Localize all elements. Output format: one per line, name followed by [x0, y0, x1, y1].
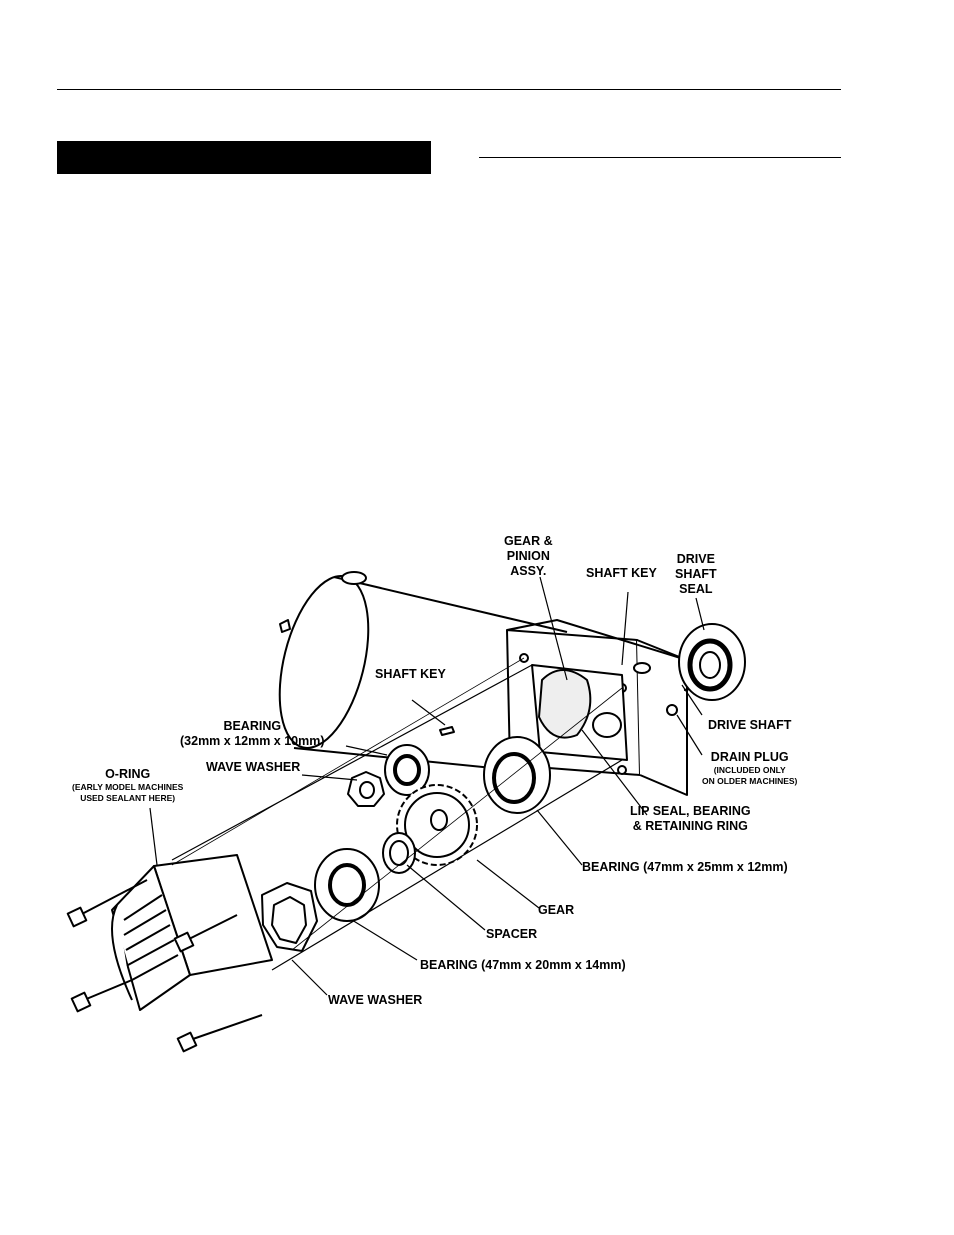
column-rule — [479, 157, 841, 158]
header-rule — [57, 89, 841, 90]
wave-washer-bottom-shape — [261, 882, 318, 952]
label-bearing-47-20: BEARING (47mm x 20mm x 14mm) — [420, 958, 626, 972]
label-drive-shaft: DRIVE SHAFT — [708, 718, 792, 732]
gear-shape — [396, 784, 478, 866]
shaft-key-top-shape — [633, 662, 651, 674]
section-title-bar — [57, 141, 431, 174]
wave-washer-top-shape — [347, 771, 385, 807]
label-shaft-key-top: SHAFT KEY — [586, 566, 657, 580]
end-cover-shape — [66, 854, 273, 1053]
bearing-32-shape — [384, 744, 430, 796]
exploded-gearbox-diagram: GEAR & PINION ASSY. SHAFT KEY DRIVE SHAF… — [62, 520, 830, 1070]
diagram-artwork — [66, 571, 746, 1053]
label-bearing-32: BEARING (32mm x 12mm x 10mm) — [180, 719, 325, 748]
label-gear: GEAR — [538, 903, 575, 917]
label-bearing-47-25: BEARING (47mm x 25mm x 12mm) — [582, 860, 788, 874]
drain-plug-shape — [666, 704, 678, 716]
label-drain-plug: DRAIN PLUG (INCLUDED ONLY ON OLDER MACHI… — [702, 750, 798, 786]
shaft-key-left-shape — [439, 726, 455, 736]
drive-shaft-seal-shape — [678, 623, 746, 701]
label-wave-washer-top: WAVE WASHER — [206, 760, 301, 774]
spacer-shape — [382, 832, 416, 874]
label-shaft-key-left: SHAFT KEY — [375, 667, 446, 681]
motor-body — [278, 571, 572, 773]
label-drive-shaft-seal: DRIVE SHAFT SEAL — [675, 552, 717, 596]
leader-lines — [149, 576, 705, 996]
label-lip-seal: LIP SEAL, BEARING & RETAINING RING — [630, 804, 751, 833]
label-o-ring: O-RING (EARLY MODEL MACHINES USED SEALAN… — [72, 767, 184, 803]
label-wave-washer-bottom: WAVE WASHER — [328, 993, 423, 1007]
bearing-47-25-shape — [483, 736, 551, 814]
label-spacer: SPACER — [486, 927, 538, 941]
bearing-47-20-shape — [314, 848, 380, 922]
label-gear-pinion: GEAR & PINION ASSY. — [504, 534, 553, 578]
